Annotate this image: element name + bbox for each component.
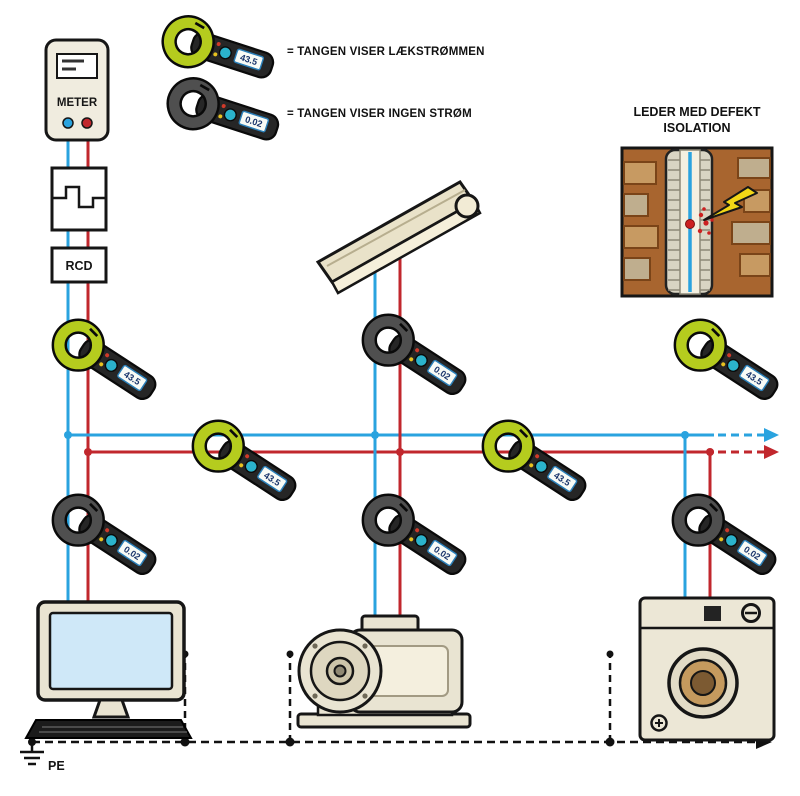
clamp-graphic	[369, 501, 469, 578]
bricks	[623, 157, 771, 281]
clamp-meter-bus-left: 43.5	[191, 419, 307, 513]
rcd-label: RCD	[65, 259, 92, 273]
defect-caption: LEDER MED DEFEKT ISOLATION	[617, 104, 777, 137]
clamp-meter-light-branch: 0.02	[361, 313, 477, 407]
clamp-meter-computer-branch: 0.02	[51, 493, 167, 587]
legend-clamp-none: 0.02	[160, 55, 296, 176]
meter-live-terminal	[81, 117, 93, 129]
legend-label-leak: = TANGEN VISER LÆKSTRØMMEN	[287, 46, 485, 58]
clamp-meter-bus-right: 43.5	[481, 419, 597, 513]
conduit-ridges	[668, 159, 710, 291]
washer-display	[704, 606, 721, 621]
clamp-meter-motor-branch: 0.02	[361, 493, 477, 587]
fluorescent-light	[315, 180, 482, 295]
connector-block	[50, 166, 108, 232]
motor-bolts	[312, 643, 368, 699]
defect-insulation-panel	[620, 146, 774, 298]
rcd-device: RCD	[50, 246, 108, 284]
clamp-graphic	[59, 501, 159, 578]
clamp-graphic	[679, 501, 779, 578]
washing-machine	[638, 596, 776, 742]
legend-clamp-leak: 43.5	[155, 0, 291, 113]
computer-monitor	[24, 600, 193, 739]
clamp-graphic	[369, 321, 469, 398]
clamp-graphic	[59, 326, 159, 403]
clamp-graphic	[681, 326, 781, 403]
clamp-graphic	[489, 427, 589, 504]
clamp-meter-service-upper: 43.5	[51, 318, 167, 412]
monitor-screen	[48, 611, 174, 691]
monitor-stand	[91, 698, 131, 719]
junction-dots	[64, 431, 714, 456]
clamp-meter-washer-branch: 0.02	[671, 493, 787, 587]
light-end-cap	[454, 193, 480, 219]
keyboard	[24, 719, 193, 739]
wire-neutral-arrow-icon	[764, 428, 779, 442]
clamp-meter-bus-far-right: 43.5	[673, 318, 789, 412]
meter-neutral-terminal	[62, 117, 74, 129]
insulation-fault-spark	[685, 207, 714, 235]
defect-caption-line2: ISOLATION	[663, 121, 731, 136]
electric-motor	[296, 614, 472, 729]
legend-label-none: = TANGEN VISER INGEN STRØM	[287, 108, 472, 120]
connector-seam	[52, 185, 106, 209]
kwh-meter: METER	[44, 38, 110, 142]
lightning-icon	[703, 186, 758, 221]
clamp-graphic	[199, 427, 299, 504]
meter-label: METER	[57, 97, 98, 109]
defect-caption-line1: LEDER MED DEFEKT	[633, 105, 761, 119]
pe-label: PE	[48, 759, 65, 773]
wire-live-arrow-icon	[764, 445, 779, 459]
clamp-graphic	[170, 64, 286, 164]
earth-symbol	[20, 740, 44, 766]
